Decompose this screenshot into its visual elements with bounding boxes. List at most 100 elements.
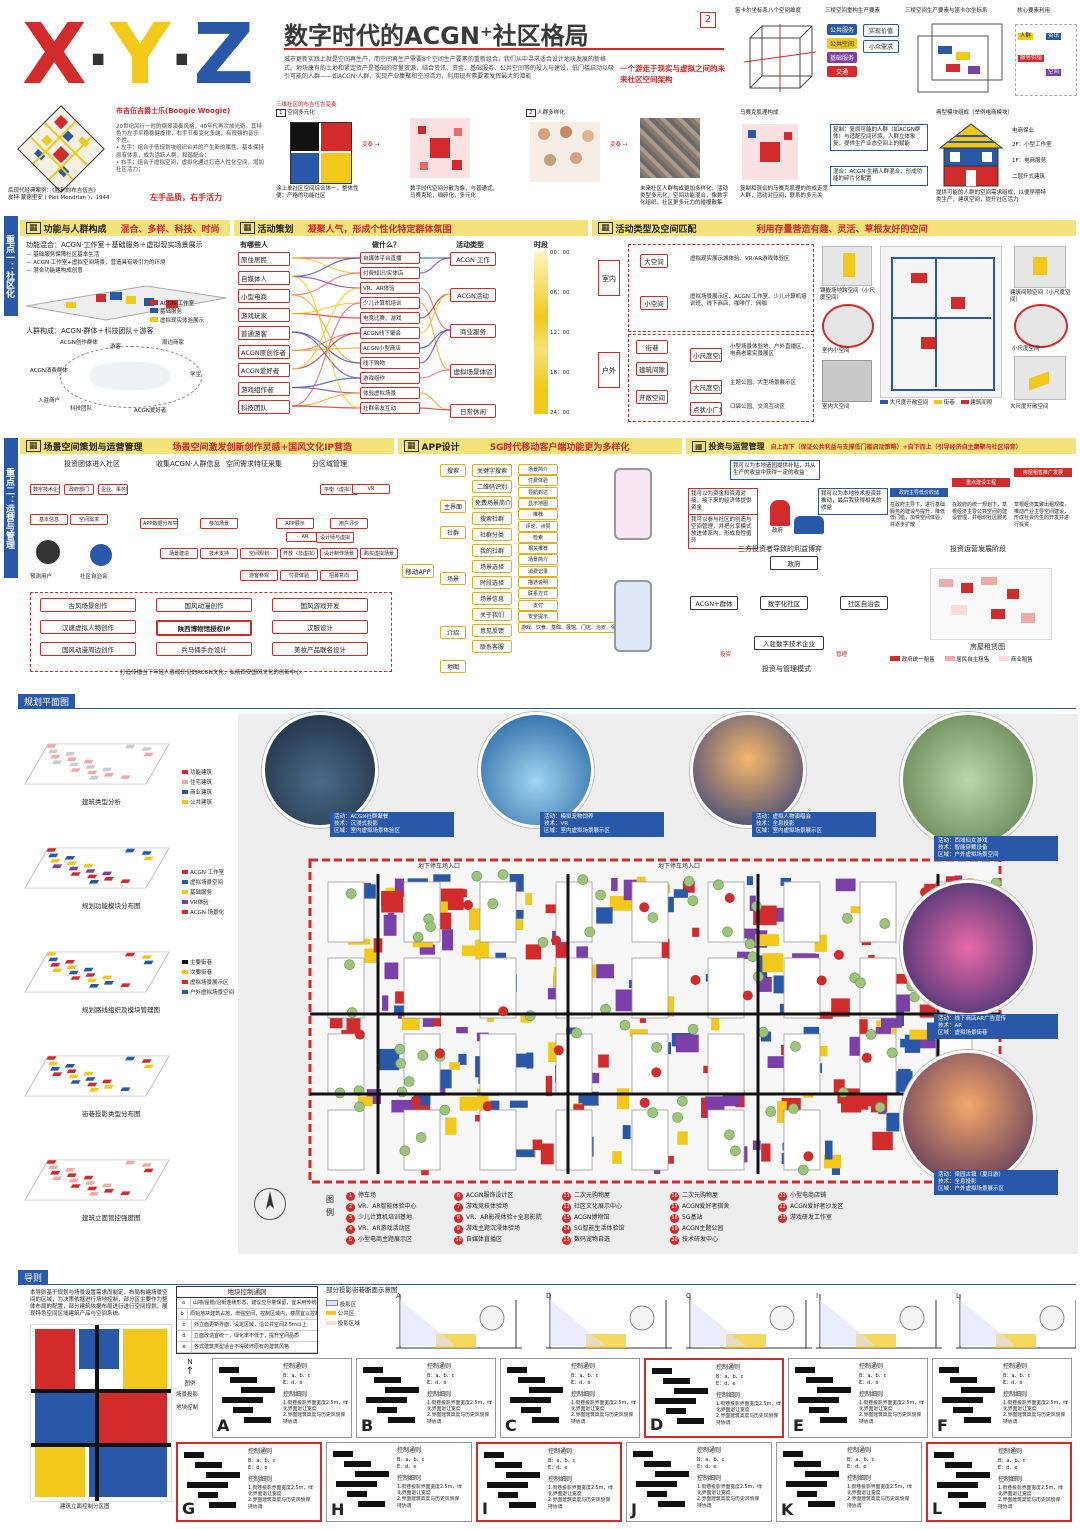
map-legend-item: 街巷 bbox=[943, 400, 955, 406]
plan-block bbox=[737, 951, 750, 959]
flow-item: 设计师与虚拟 bbox=[316, 532, 354, 543]
sankey-link bbox=[419, 257, 451, 274]
sankey-link bbox=[292, 405, 361, 409]
flow-item: 空间规划 bbox=[240, 548, 278, 559]
tree bbox=[865, 1029, 877, 1040]
section-label: L bbox=[956, 1292, 960, 1300]
slab-cell bbox=[143, 1168, 154, 1173]
invest-label: 管理 bbox=[836, 652, 848, 658]
control-pattern bbox=[652, 1368, 710, 1430]
focus2-bar-3: ▦ 投资与运营管理 自上而下（保证公共利益与支撑低门槛启动策略）+自下而上（引导… bbox=[686, 438, 1076, 454]
what-item: 付费知识/实体店 bbox=[360, 267, 420, 279]
control-bar bbox=[507, 1367, 527, 1373]
map-legend: 大尺度开敞空间 街巷 建筑间隙 bbox=[880, 400, 992, 407]
guide-table-value: 山墙/屋檐/沿街连续形态，建议应尽量保留，宜采用传统结构 bbox=[193, 1300, 317, 1306]
control-bar bbox=[798, 1397, 839, 1403]
tree bbox=[399, 1145, 411, 1157]
plan-legend-text: ACGN服饰设计区 bbox=[466, 1192, 514, 1199]
plan-marker bbox=[410, 1095, 421, 1106]
control-text: 1.街巷投影界面宽度2.5m，绿化界面退让宽度 2.界面建筑高度与历史风貌保持协… bbox=[716, 1402, 781, 1426]
invest-bubble: 我可以为资金和资源对接，接下来的经济体提供资金 bbox=[688, 488, 758, 516]
block-3d-model bbox=[26, 285, 226, 321]
boogie-title: 布吉伍吉爵士乐(Boogie Woogie) bbox=[116, 107, 231, 115]
plan-block bbox=[831, 998, 850, 1017]
control-bar bbox=[230, 1377, 257, 1383]
slab-cell bbox=[125, 744, 136, 749]
page-number: 2 bbox=[700, 12, 716, 28]
slab-cell bbox=[101, 1079, 112, 1084]
plan-block bbox=[515, 909, 524, 919]
control-bar bbox=[939, 1367, 959, 1373]
ip-item: 汉服设计 bbox=[272, 620, 368, 634]
plan-legend-title: 图例 bbox=[326, 1195, 334, 1217]
building bbox=[403, 957, 441, 1019]
stage-legend-item: 政府统一租售 bbox=[901, 657, 935, 663]
matrix-label-3: 三棱空间生产要素与笛卡尔坐标系 bbox=[905, 8, 988, 14]
plan-block bbox=[682, 881, 695, 893]
matrix-label-1: 笛卡尔坐标系八个空间维度 bbox=[735, 8, 802, 14]
type-item: 虚拟场景体验 bbox=[450, 364, 496, 378]
intro-row: 后现代经典案例：《胜利的布吉伍吉》 皮特·蒙德里安 ( Piet Mondria… bbox=[0, 100, 1080, 212]
plan-block bbox=[514, 1149, 535, 1157]
bar-icon: ▦ bbox=[240, 222, 255, 234]
control-text: 1.街巷投影界面宽度2.5m，绿化界面退让宽度 2.界面建筑高度与历史风貌保持协… bbox=[248, 1486, 313, 1510]
plan-legend-text: 二次元购物屋 bbox=[682, 1192, 719, 1199]
section-label: I bbox=[816, 1292, 818, 1300]
control-rule: 控制细则 bbox=[283, 1391, 308, 1398]
plan-block bbox=[596, 964, 615, 979]
control-pattern bbox=[333, 1451, 391, 1513]
plan-block bbox=[458, 1053, 467, 1065]
person-1-icon bbox=[36, 540, 60, 564]
building bbox=[555, 1109, 593, 1171]
time-label: 00：00 bbox=[550, 250, 570, 256]
plan-block bbox=[545, 1075, 553, 1097]
control-pattern bbox=[633, 1451, 691, 1513]
map-legend-item: 大尺度开敞空间 bbox=[889, 400, 929, 406]
plan-block bbox=[513, 1053, 530, 1068]
invest-node: 政府 bbox=[770, 556, 818, 570]
plan-legend-text: 5G基站 bbox=[682, 1214, 703, 1221]
plan-block bbox=[382, 995, 389, 1011]
control-tags: B：a、b、c E：d、e bbox=[859, 1373, 887, 1386]
who-item: ACGN原创作者 bbox=[238, 344, 290, 359]
north-arrow: N ↑ 图例 场景投影 地块控制 bbox=[176, 1358, 204, 1428]
people-ring bbox=[60, 346, 202, 408]
func-point: — ACGN·工作室+虚拟空间场景，营造具有吸引力的环境 bbox=[26, 260, 166, 266]
render-caption: 活动：西域仙女游戏 技术：智能穿戴设备 区域：户外虚拟场景空间 bbox=[934, 836, 1058, 862]
street-sections: ADCILK bbox=[396, 1292, 1076, 1349]
time-label: 18：00 bbox=[550, 370, 570, 376]
slab-cell bbox=[101, 871, 112, 876]
app-level2: 联系客服 bbox=[472, 640, 512, 653]
plan-block bbox=[408, 1104, 431, 1115]
slab-cell bbox=[120, 775, 131, 779]
plan-block bbox=[346, 1018, 361, 1033]
app-level3: 场景简介 bbox=[518, 464, 558, 475]
flow-item: 开放（非虚拟） bbox=[280, 548, 318, 559]
section-tree bbox=[769, 1305, 795, 1331]
control-title: 控制通则 bbox=[998, 1448, 1023, 1455]
slab-cell bbox=[48, 1061, 59, 1066]
plan-legend-text: ACGN博物馆 bbox=[574, 1214, 610, 1221]
arrow-label: 变奏 → bbox=[610, 142, 628, 148]
control-tags: B：a、b、c E：d、e bbox=[427, 1373, 455, 1386]
control-bar bbox=[484, 1452, 504, 1458]
legend-number: 8 bbox=[454, 1214, 463, 1223]
building bbox=[327, 1109, 365, 1171]
who-item: 自媒体人 bbox=[238, 270, 290, 285]
outdoor-desc: 主题公园、大型场景展示区 bbox=[730, 380, 797, 386]
control-bar bbox=[385, 1387, 419, 1393]
slab-cell bbox=[103, 1189, 114, 1193]
guide-table-key: b bbox=[177, 1309, 189, 1319]
slab-cell bbox=[52, 760, 63, 764]
control-bar bbox=[366, 1397, 407, 1403]
control-text: 1.街巷投影界面宽度2.5m，绿化界面退让宽度 2.界面建筑高度与历史风貌保持协… bbox=[1003, 1401, 1068, 1425]
tree bbox=[647, 1107, 659, 1119]
guide-table-value: 立面改造宜统一，绿化率不低于，提升空间品质 bbox=[194, 1333, 300, 1339]
tree bbox=[524, 1010, 536, 1022]
building bbox=[783, 1109, 821, 1171]
